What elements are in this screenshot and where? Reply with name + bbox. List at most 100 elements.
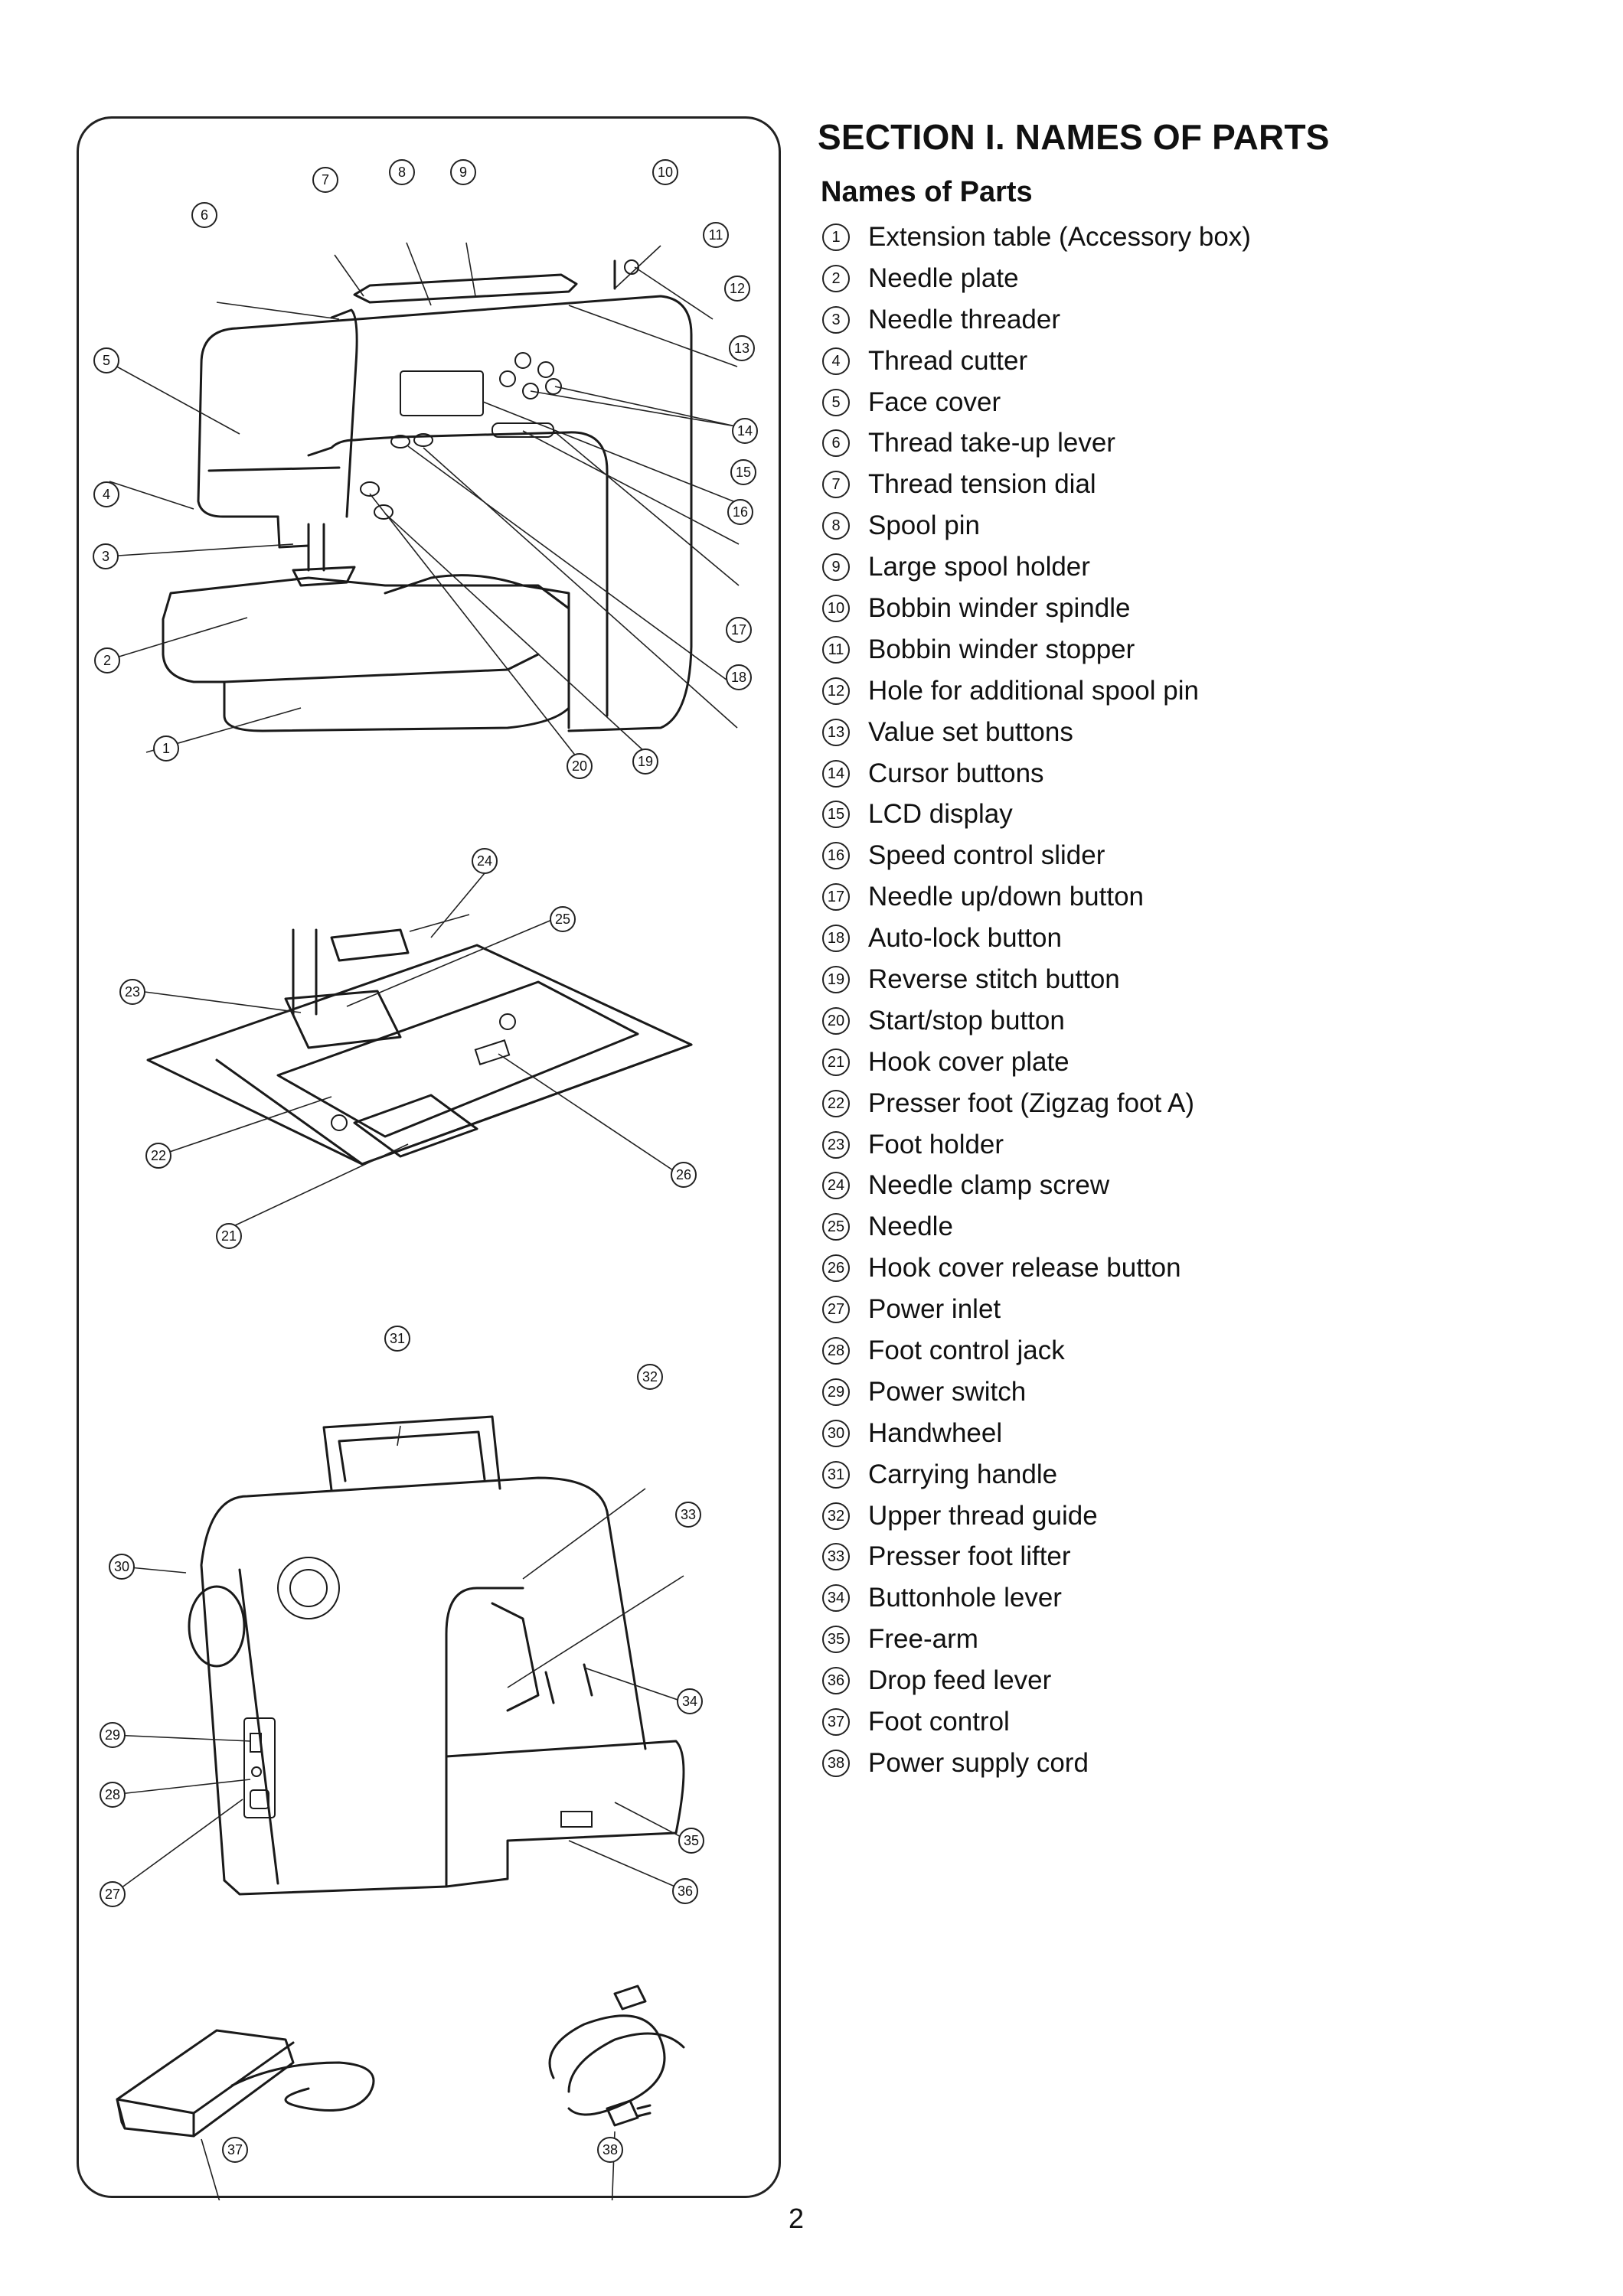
part-label: Upper thread guide [868,1500,1098,1531]
part-label: Bobbin winder stopper [868,634,1135,664]
part-label: Value set buttons [868,716,1073,747]
part-number-badge: 1 [822,223,850,251]
callout-38: 38 [597,2137,623,2163]
part-label: Buttonhole lever [868,1583,1062,1613]
callout-24: 24 [472,848,498,874]
part-number-badge: 33 [822,1543,850,1571]
part-number-badge: 19 [822,965,850,993]
part-label: Bobbin winder spindle [868,592,1131,623]
callout-1: 1 [153,735,179,762]
part-number-badge: 38 [822,1749,850,1777]
part-number-badge: 3 [822,305,850,334]
part-label: Presser foot (Zigzag foot A) [868,1088,1195,1118]
callout-36: 36 [672,1878,698,1904]
names-of-parts-heading: Names of Parts [821,176,1033,208]
callout-26: 26 [671,1162,697,1188]
part-label: Hook cover release button [868,1253,1181,1283]
machine-rear-drawing [188,1415,685,1896]
part-label: Power inlet [868,1294,1001,1325]
callout-9: 9 [450,159,476,185]
part-number-badge: 16 [822,842,850,870]
callout-7: 7 [312,167,338,193]
part-label: Hook cover plate [868,1046,1069,1077]
list-item: 9 Large spool holder [822,546,1583,588]
callout-15: 15 [730,459,756,485]
part-label: Needle [868,1212,953,1242]
leader-lines-fig4 [201,2131,616,2200]
part-number-badge: 4 [822,347,850,375]
callout-10: 10 [652,159,678,185]
page-number: 2 [789,2203,805,2234]
callout-2: 2 [94,647,120,673]
leader-lines-fig1 [105,242,740,758]
part-number-badge: 30 [822,1419,850,1447]
part-label: Needle threader [868,304,1060,334]
part-label: Power supply cord [868,1747,1089,1778]
callout-20: 20 [567,753,593,779]
part-number-badge: 8 [822,512,850,540]
part-number-badge: 29 [822,1378,850,1406]
callout-33: 33 [675,1502,701,1528]
part-number-badge: 34 [822,1584,850,1613]
callout-11: 11 [703,222,729,248]
callout-30: 30 [109,1554,135,1580]
list-item: 11 Bobbin winder stopper [822,629,1583,670]
callout-23: 23 [119,979,145,1005]
part-label: Needle clamp screw [868,1170,1110,1201]
part-label: Start/stop button [868,1005,1065,1035]
part-number-badge: 5 [822,388,850,416]
callout-25: 25 [550,906,576,932]
part-number-badge: 11 [822,635,850,664]
callout-5: 5 [93,347,119,373]
callout-14: 14 [732,418,758,444]
needle-area-drawing [146,914,693,1166]
part-label: Thread take-up lever [868,428,1115,458]
list-item: 24 Needle clamp screw [822,1165,1583,1206]
part-number-badge: 17 [822,883,850,912]
callout-32: 32 [637,1364,663,1390]
part-number-badge: 23 [822,1130,850,1159]
callout-17: 17 [726,617,752,643]
part-label: Large spool holder [868,552,1090,582]
part-number-badge: 27 [822,1296,850,1324]
part-number-badge: 9 [822,553,850,582]
part-number-badge: 20 [822,1006,850,1035]
part-number-badge: 14 [822,759,850,788]
callout-34: 34 [677,1688,703,1714]
list-item: 20 Start/stop button [822,1000,1583,1042]
part-number-badge: 12 [822,677,850,705]
part-label: Needle plate [868,263,1019,293]
callout-8: 8 [389,159,415,185]
callout-28: 28 [100,1782,126,1808]
callout-6: 6 [191,202,217,228]
part-number-badge: 24 [822,1172,850,1200]
part-label: Face cover [868,386,1001,417]
callout-18: 18 [726,664,752,690]
part-label: Foot control [868,1707,1010,1737]
part-label: Carrying handle [868,1459,1058,1489]
list-item: 16 Speed control slider [822,835,1583,876]
part-label: Drop feed lever [868,1665,1052,1696]
callout-27: 27 [100,1881,126,1907]
list-item: 3 Needle threader [822,299,1583,341]
part-number-badge: 10 [822,594,850,622]
part-label: Speed control slider [868,840,1105,871]
